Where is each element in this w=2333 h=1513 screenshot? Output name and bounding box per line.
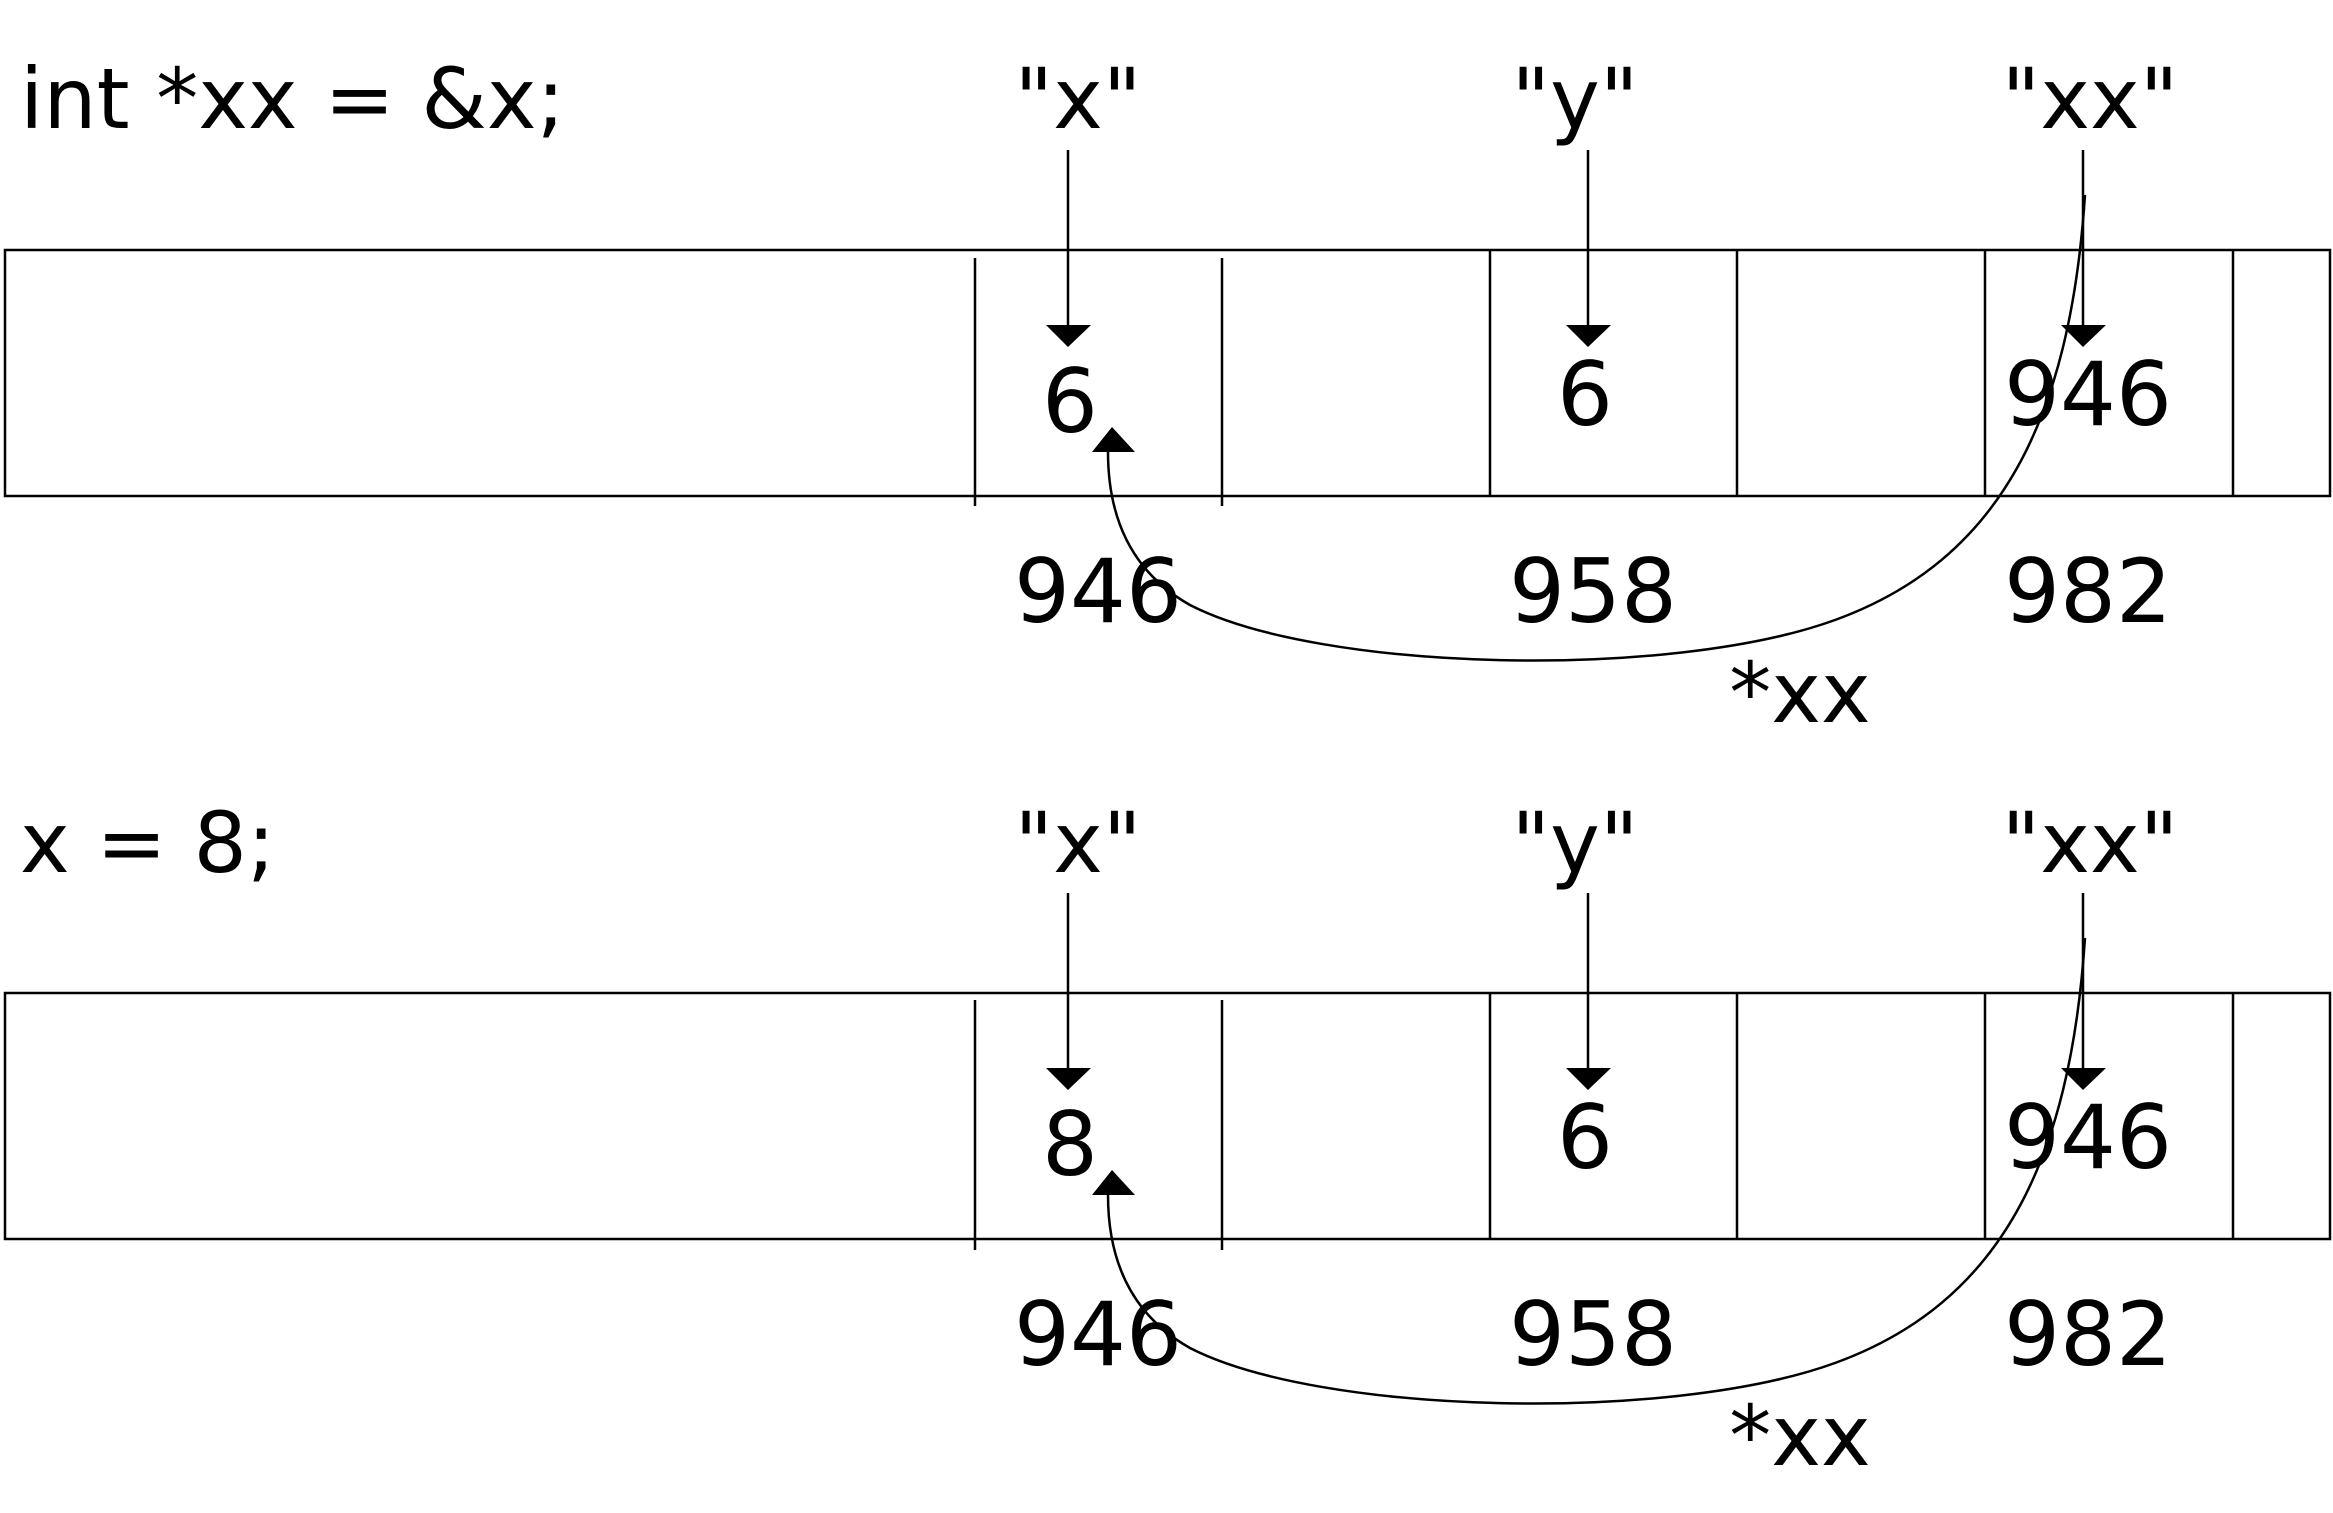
panel-2: x = 8; "x" "y" "xx" 8 6 946 946 958 982 …	[3, 794, 2332, 1485]
address-label-y: 958	[1509, 540, 1677, 643]
memory-box	[3, 991, 2332, 1241]
arrow-head	[2061, 325, 2106, 347]
arrow-head	[1566, 1068, 1611, 1090]
cell-value-xx: 946	[2004, 343, 2172, 446]
panel-1: int *xx = &x; "x" "y" "xx" 6 6 946 946 9…	[3, 50, 2332, 742]
cell-value-x: 8	[1042, 1093, 1098, 1196]
address-label-x: 946	[1014, 1283, 1182, 1386]
variable-label-y: "y"	[1512, 794, 1639, 892]
pointer-deref-label: *xx	[1729, 1387, 1870, 1485]
code-statement: x = 8;	[20, 794, 275, 892]
pointer-arrow-head	[1092, 427, 1135, 452]
variable-label-y: "y"	[1512, 50, 1639, 148]
cell-value-y: 6	[1557, 1086, 1613, 1189]
arrow-head	[1046, 325, 1091, 347]
variable-label-xx: "xx"	[2002, 50, 2179, 148]
code-statement: int *xx = &x;	[20, 50, 565, 148]
pointer-deref-label: *xx	[1729, 644, 1870, 742]
arrow-head	[2061, 1068, 2106, 1090]
address-label-xx: 982	[2004, 1283, 2172, 1386]
address-label-xx: 982	[2004, 540, 2172, 643]
cell-value-x: 6	[1042, 350, 1098, 453]
pointer-curve	[1106, 937, 2087, 1405]
pointer-curve	[1106, 194, 2087, 662]
variable-label-x: "x"	[1015, 794, 1142, 892]
variable-label-x: "x"	[1015, 50, 1142, 148]
address-label-y: 958	[1509, 1283, 1677, 1386]
pointer-arrow-head	[1092, 1170, 1135, 1195]
arrow-head	[1046, 1068, 1091, 1090]
memory-box	[3, 248, 2332, 498]
cell-value-y: 6	[1557, 343, 1613, 446]
cell-value-xx: 946	[2004, 1086, 2172, 1189]
arrow-head	[1566, 325, 1611, 347]
address-label-x: 946	[1014, 540, 1182, 643]
variable-label-xx: "xx"	[2002, 794, 2179, 892]
